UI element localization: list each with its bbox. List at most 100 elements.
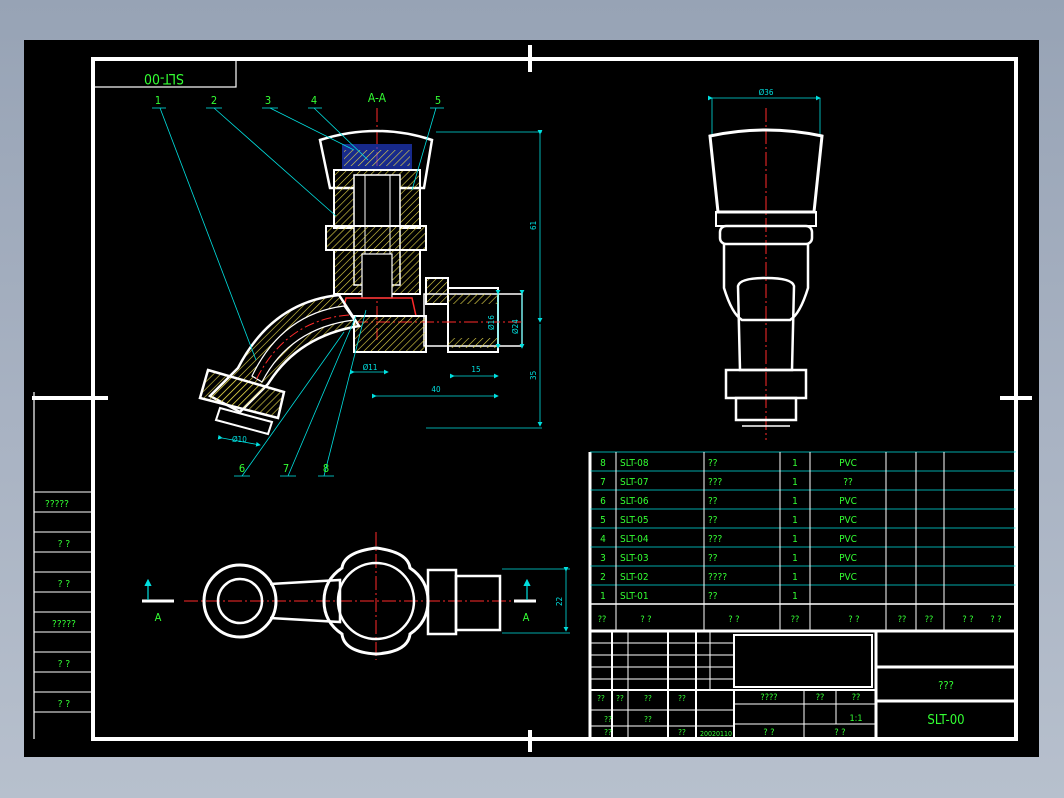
- cad-drawing-canvas: SLT-00 ????? ? ? ? ? ????? ? ? ? ? A-A: [24, 40, 1039, 757]
- title-drawing-number: SLT-00: [927, 713, 964, 728]
- bom-cell-name: ??: [708, 591, 718, 602]
- balloon-2: 2: [211, 94, 217, 107]
- title-drawing-name: ???: [938, 679, 954, 692]
- bom-cell-mat: PVC: [839, 515, 857, 526]
- bom-cell-no: 6: [600, 496, 606, 507]
- tb-row1d: ??: [678, 694, 686, 703]
- bom-header-c3: ? ?: [962, 615, 973, 625]
- section-mark-left: A: [155, 611, 162, 624]
- dim-22: 22: [555, 597, 564, 606]
- strip-label: ?????: [45, 499, 69, 510]
- dim-35: 35: [529, 371, 538, 380]
- balloon-5: 5: [435, 94, 441, 107]
- bom-cell-code: SLT-05: [620, 515, 649, 526]
- tb-check: ??: [678, 728, 686, 737]
- bom-cell-qty: 1: [792, 572, 798, 583]
- balloon-8: 8: [323, 462, 329, 475]
- tb-std: ??: [604, 728, 612, 737]
- dim-40: 40: [431, 385, 441, 394]
- section-view-a-a: A-A 61: [152, 91, 543, 477]
- tb-row1a: ??: [597, 694, 605, 703]
- bom-cell-name: ??: [708, 496, 718, 507]
- dim-15: 15: [471, 365, 480, 374]
- balloon-6: 6: [239, 462, 245, 475]
- bom-cell-qty: 1: [792, 477, 798, 488]
- balloon-3: 3: [265, 94, 271, 107]
- bom-header-mat: ? ?: [848, 615, 859, 625]
- bom-cell-no: 4: [600, 534, 606, 545]
- bom-cell-qty: 1: [792, 515, 798, 526]
- bom-cell-code: SLT-08: [620, 458, 649, 469]
- bom-cell-qty: 1: [792, 534, 798, 545]
- title-block: ??? SLT-00 1:1 ???? ?? ?? ? ? ? ? ?? ?? …: [588, 629, 1018, 741]
- balloon-4: 4: [311, 94, 317, 107]
- balloon-1: 1: [155, 94, 161, 107]
- bom-cell-no: 8: [600, 458, 606, 469]
- bom-cell-code: SLT-01: [620, 591, 649, 602]
- bom-header-c1: ??: [898, 615, 907, 625]
- bom-cell-mat: PVC: [839, 553, 857, 564]
- bom-cell-qty: 1: [792, 553, 798, 564]
- section-mark-right: A: [523, 611, 530, 624]
- title-scale: 1:1: [849, 714, 862, 724]
- bom-header-c2: ??: [925, 615, 934, 625]
- bom-cell-mat: PVC: [839, 496, 857, 507]
- bom-cell-name: ????: [708, 572, 727, 583]
- left-label-strip: ????? ? ? ? ? ????? ? ? ? ?: [33, 392, 93, 739]
- bom-header-c4: ? ?: [990, 615, 1001, 625]
- bom-cell-qty: 1: [792, 458, 798, 469]
- tb-q1: ??: [816, 693, 825, 703]
- bom-cell-code: SLT-07: [620, 477, 649, 488]
- dim-d10: Ø10: [232, 434, 247, 444]
- tb-q2: ??: [852, 693, 861, 703]
- tb-weight: ????: [760, 693, 777, 703]
- dim-d24: Ø24: [510, 319, 520, 334]
- bom-cell-name: ???: [708, 534, 723, 545]
- bom-cell-no: 2: [600, 572, 606, 583]
- dim-d16: Ø16: [486, 315, 496, 330]
- bom-cell-name: ???: [708, 477, 723, 488]
- bom-cell-code: SLT-03: [620, 553, 649, 564]
- strip-label: ? ?: [58, 539, 71, 550]
- strip-label: ?????: [52, 619, 76, 630]
- tb-row1c: ??: [644, 694, 652, 703]
- tb-design: ??: [604, 715, 612, 724]
- bom-cell-no: 7: [600, 477, 606, 488]
- dim-61: 61: [529, 221, 538, 230]
- bom-cell-mat: PVC: [839, 572, 857, 583]
- tb-date: 20020110: [700, 730, 732, 738]
- drawing-sheet: SLT-00 ????? ? ? ? ? ????? ? ? ? ? A-A: [32, 45, 1032, 752]
- bom-cell-name: ??: [708, 515, 718, 526]
- bom-cell-code: SLT-02: [620, 572, 649, 583]
- bom-header-qty: ??: [791, 615, 800, 625]
- dim-d11: Ø11: [363, 362, 378, 372]
- bom-cell-qty: 1: [792, 591, 798, 602]
- side-view: Ø36: [708, 87, 824, 440]
- dim-d36: Ø36: [759, 87, 774, 97]
- bom-cell-name: ??: [708, 553, 718, 564]
- strip-label: ? ?: [58, 699, 71, 710]
- tb-a: ? ?: [763, 728, 774, 738]
- tb-b: ? ?: [834, 728, 845, 738]
- tb-process: ??: [644, 715, 652, 724]
- bom-cell-no: 3: [600, 553, 606, 564]
- strip-label: ? ?: [58, 659, 71, 670]
- bom-header-code: ? ?: [640, 615, 651, 625]
- bom-cell-mat: PVC: [839, 458, 857, 469]
- bom-cell-no: 1: [600, 591, 606, 602]
- drawing-code-mirrored: SLT-00: [144, 70, 184, 86]
- strip-label: ? ?: [58, 579, 71, 590]
- top-view: A A 22: [142, 532, 570, 660]
- tb-row1b: ??: [616, 694, 624, 703]
- bom-header-no: ??: [598, 615, 607, 625]
- bom-cell-code: SLT-06: [620, 496, 649, 507]
- bom-cell-code: SLT-04: [620, 534, 649, 545]
- bom-cell-mat: PVC: [839, 534, 857, 545]
- section-title: A-A: [368, 91, 387, 105]
- balloon-7: 7: [283, 462, 289, 475]
- bom-header-name: ? ?: [728, 615, 739, 625]
- bom-cell-name: ??: [708, 458, 718, 469]
- bom-cell-qty: 1: [792, 496, 798, 507]
- bom-cell-no: 5: [600, 515, 606, 526]
